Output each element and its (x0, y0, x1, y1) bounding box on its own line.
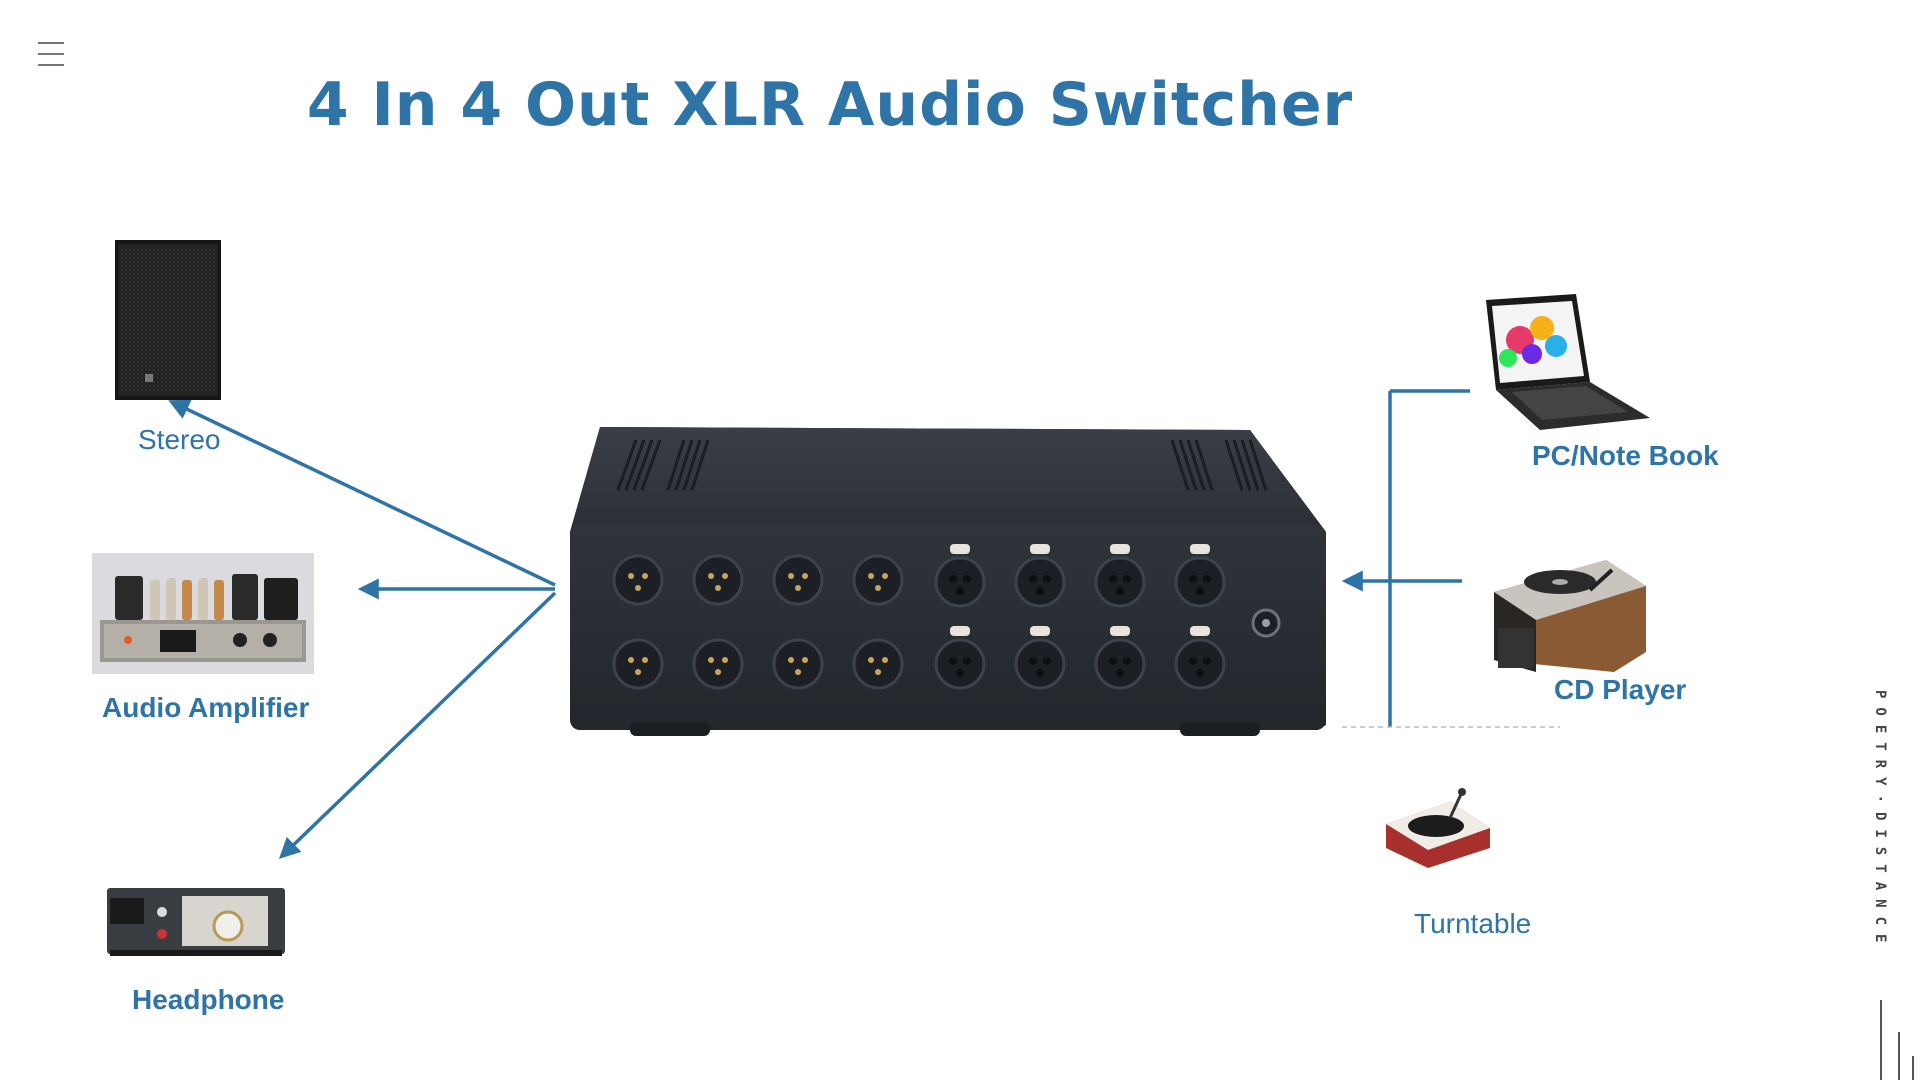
turntable-label: Turntable (1414, 908, 1532, 939)
stereo-label: Stereo (138, 424, 221, 455)
arrow-to-stereo (168, 399, 556, 587)
audio-amplifier-label: Audio Amplifier (102, 692, 310, 723)
pc-notebook-label: PC/Note Book (1532, 440, 1719, 471)
power-jack (1251, 608, 1281, 638)
decor-bar-1 (1880, 1000, 1882, 1080)
page-title: 4 In 4 Out XLR Audio Switcher (306, 70, 1354, 140)
speaker-icon (115, 240, 221, 400)
laptop-icon (1486, 294, 1650, 430)
amplifier-icon (92, 553, 314, 674)
output-arrows (168, 399, 557, 859)
headphone-amp-icon (107, 888, 285, 956)
input-bracket (1341, 389, 1560, 728)
decor-bar-2 (1898, 1032, 1900, 1080)
hamburger-menu-icon[interactable] (38, 42, 64, 72)
female-xlr-connectors (934, 544, 1226, 690)
sidebar-vertical-text: POETRY·DISTANCE (1872, 690, 1888, 952)
turntable-icon (1386, 788, 1490, 868)
xlr-switcher-device (570, 427, 1326, 736)
male-xlr-connectors (612, 554, 904, 690)
cd-player-label: CD Player (1554, 674, 1687, 705)
arrow-to-headphone (278, 591, 557, 859)
decor-bar-3 (1912, 1056, 1914, 1080)
cd-player-icon (1494, 560, 1646, 672)
headphone-label: Headphone (132, 984, 285, 1015)
